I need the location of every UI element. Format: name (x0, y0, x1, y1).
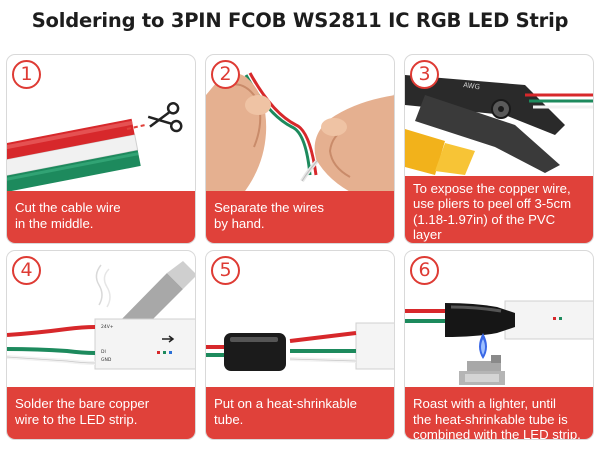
step-caption: Roast with a lighter, until the heat-shr… (405, 387, 593, 439)
step-caption: To expose the copper wire, use pliers to… (405, 176, 593, 243)
step-number-badge: 4 (12, 256, 41, 285)
strip-label-data: DI (101, 349, 106, 355)
cut-cable-illustration (7, 102, 183, 197)
lighter-roast-illustration (405, 300, 593, 385)
step-card-4: 24V+ DI GND 4 Solder the bare copper wir… (6, 250, 196, 440)
strip-label-plus: 24V+ (101, 324, 114, 330)
page-title: Soldering to 3PIN FCOB WS2811 IC RGB LED… (31, 9, 569, 32)
step-caption: Separate the wires by hand. (206, 191, 394, 243)
step-caption: Put on a heat-shrinkable tube. (206, 387, 394, 439)
step-caption: Cut the cable wire in the middle. (7, 191, 195, 243)
heat-shrink-illustration (206, 322, 394, 371)
step-number-badge: 6 (410, 256, 439, 285)
solder-wires-illustration: 24V+ DI GND (7, 261, 195, 370)
step-caption: Solder the bare copper wire to the LED s… (7, 387, 195, 439)
lighter-icon (459, 355, 505, 385)
step-number-badge: 3 (410, 60, 439, 89)
heat-shrink-tube (224, 333, 286, 371)
step-card-1: 1 Cut the cable wire in the middle. (6, 54, 196, 244)
step-card-3: AWG 3 To expose the copper wire, use pli… (404, 54, 594, 244)
step-card-6: 6 Roast with a lighter, until the heat-s… (404, 250, 594, 440)
step-number-badge: 2 (211, 60, 240, 89)
step-number-badge: 1 (12, 60, 41, 89)
step-card-2: 2 Separate the wires by hand. (205, 54, 395, 244)
step-number-badge: 5 (211, 256, 240, 285)
wire-stripper-illustration: AWG (405, 75, 593, 175)
strip-label-gnd: GND (101, 357, 112, 363)
separate-wires-illustration (206, 72, 394, 195)
scissors-icon (147, 102, 183, 133)
svg-text:AWG: AWG (463, 81, 481, 91)
step-card-5: 5 Put on a heat-shrinkable tube. (205, 250, 395, 440)
